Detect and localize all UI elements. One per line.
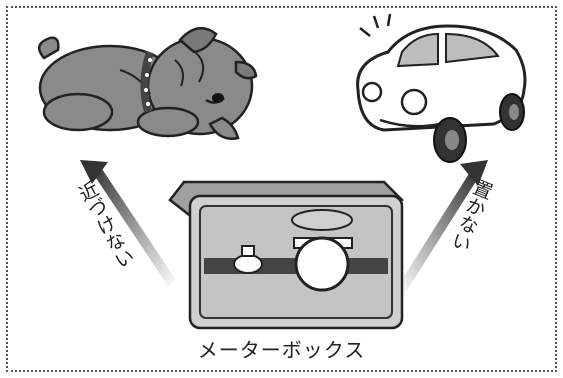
left-arrow <box>80 160 176 286</box>
car-icon <box>356 13 527 163</box>
meter-box-caption: メーターボックス <box>197 338 366 362</box>
dog-icon <box>37 27 258 140</box>
right-arrow <box>398 160 488 292</box>
meter-box-icon <box>168 180 404 330</box>
dotted-frame <box>6 6 557 372</box>
